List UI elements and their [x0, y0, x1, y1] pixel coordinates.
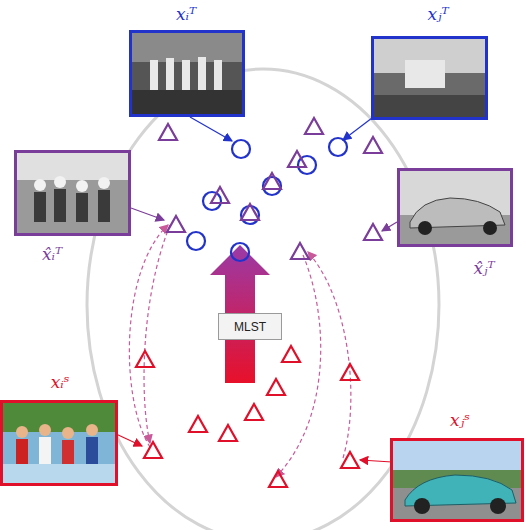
triangle-marker	[245, 404, 263, 420]
method-box: MLST	[218, 313, 282, 340]
triangle-marker	[282, 346, 300, 362]
triangle-marker	[291, 243, 309, 259]
image-frame: xⱼˢ	[390, 438, 524, 522]
triangle-marker	[167, 216, 185, 232]
triangle-marker	[269, 471, 287, 487]
source-photo-i	[2, 402, 116, 484]
triangle-marker	[241, 204, 259, 220]
source-triangles	[136, 346, 359, 487]
sample-label: xⱼᵀ	[427, 6, 448, 23]
thermal-photo-i	[131, 32, 243, 115]
sample-label: xⱼˢ	[450, 412, 470, 429]
triangle-marker	[341, 364, 359, 380]
image-frame: xᵢˢ	[0, 400, 118, 486]
triangle-marker	[305, 118, 323, 134]
triangle-marker	[144, 442, 162, 458]
sample-label: x̂ⱼᵀ	[473, 260, 494, 277]
triangle-marker	[364, 137, 382, 153]
triangle-marker	[288, 151, 306, 167]
triangle-marker	[189, 416, 207, 432]
triangle-marker	[267, 379, 285, 395]
triangle-marker	[364, 224, 382, 240]
source-photo-j	[392, 440, 522, 520]
image-frame: x̂ⱼᵀ	[397, 168, 513, 247]
triangle-marker	[341, 452, 359, 468]
thermal-photo-j	[373, 38, 486, 118]
triangle-marker	[136, 351, 154, 367]
triangle-marker	[211, 187, 229, 203]
method-label: MLST	[234, 320, 266, 334]
triangle-marker	[159, 124, 177, 140]
translated-photo-i	[16, 152, 129, 234]
sample-label: x̂ᵢᵀ	[42, 246, 62, 263]
domain-ellipse	[87, 69, 439, 530]
translated-photo-j	[399, 170, 511, 245]
triangle-marker	[219, 425, 237, 441]
image-frame: xⱼᵀ	[371, 36, 488, 120]
triangle-marker	[263, 173, 281, 189]
translated-triangles	[159, 118, 382, 259]
sample-label: xᵢᵀ	[176, 6, 196, 23]
sample-label: xᵢˢ	[51, 374, 70, 391]
image-frame: x̂ᵢᵀ	[14, 150, 131, 236]
target-circles	[187, 138, 347, 261]
image-frame: xᵢᵀ	[129, 30, 245, 117]
